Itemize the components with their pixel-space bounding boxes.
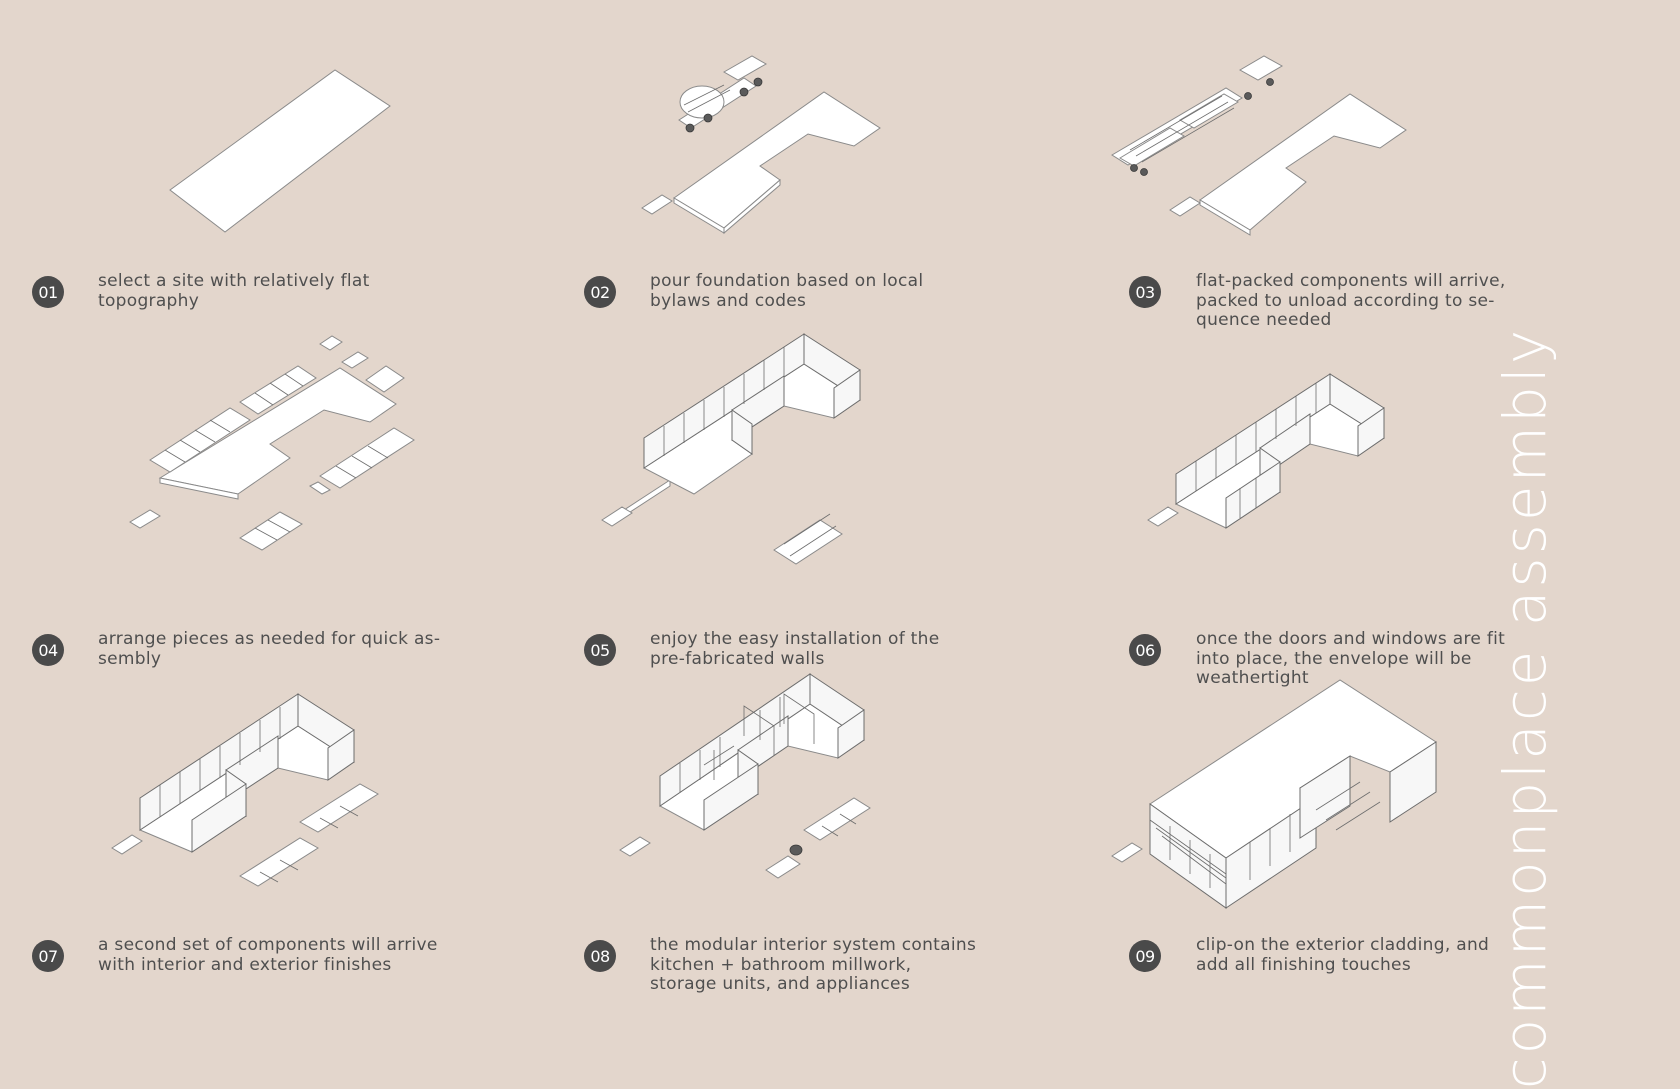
- step-caption: flat-packed components will arrive, pack…: [1196, 271, 1506, 330]
- interior-illustration: [584, 670, 1104, 940]
- step-badge: 03: [1129, 276, 1161, 308]
- cement-truck-icon: [678, 55, 768, 133]
- step-04: 04 arrange pieces as needed for quick as…: [30, 335, 550, 718]
- step-badge: 05: [584, 634, 616, 666]
- flatbed-truck-icon: [1111, 55, 1284, 176]
- step-badge: 01: [32, 276, 64, 308]
- step-01: 01 select a site with relatively flat to…: [30, 50, 550, 410]
- step-caption: a second set of components will arrive w…: [98, 935, 438, 975]
- step-caption: the modular interior system contains kit…: [650, 935, 977, 994]
- step-badge: 08: [584, 940, 616, 972]
- page-title: commonplace assembly: [1491, 326, 1559, 1089]
- step-badge: 09: [1129, 940, 1161, 972]
- step-02: 02 pour foundation based on local bylaws…: [584, 50, 1104, 410]
- step-06: 06 once the doors and windows are fit in…: [1129, 340, 1650, 700]
- step-badge: 07: [32, 940, 64, 972]
- step-05: 05 enjoy the easy installation of the pr…: [584, 330, 1104, 690]
- step-caption: enjoy the easy installation of the pre-f…: [650, 629, 940, 669]
- envelope-illustration: [1130, 340, 1650, 610]
- step-badge: 06: [1129, 634, 1161, 666]
- step-caption: select a site with relatively flat topog…: [98, 271, 370, 311]
- step-08: 08 the modular interior system contains …: [584, 670, 1104, 1030]
- foundation-illustration: [584, 50, 1104, 320]
- step-caption: clip-on the exterior cladding, and add a…: [1196, 935, 1490, 975]
- step-caption: arrange pieces as needed for quick as- s…: [98, 629, 441, 669]
- finishes-delivery-illustration: [30, 670, 550, 940]
- walls-illustration: [584, 330, 1104, 600]
- crates-icon: [239, 783, 379, 887]
- delivery-illustration: [1111, 50, 1650, 320]
- step-07: 07 a second set of components will arriv…: [30, 670, 550, 1030]
- step-badge: 04: [32, 634, 64, 666]
- site-illustration: [30, 50, 550, 320]
- arrange-pieces-illustration: [30, 335, 550, 628]
- step-badge: 02: [584, 276, 616, 308]
- step-03: 03 flat-packed components will arrive, p…: [1111, 50, 1650, 410]
- step-caption: once the doors and windows are fit into …: [1196, 629, 1506, 688]
- step-09: 09 clip-on the exterior cladding, and ad…: [1111, 670, 1650, 1030]
- step-caption: pour foundation based on local bylaws an…: [650, 271, 924, 311]
- finished-house-illustration: [1111, 670, 1650, 940]
